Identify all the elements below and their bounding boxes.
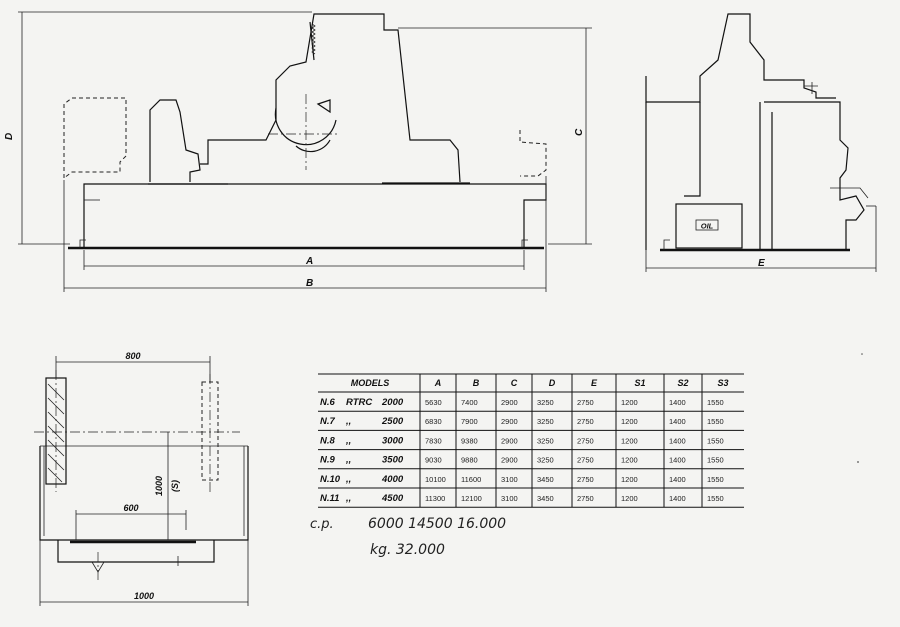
note-weight: kg. 32.000: [370, 542, 445, 558]
dim-label-d: D: [4, 133, 15, 140]
table-cell-value: 10100: [425, 475, 446, 484]
table-cell-model: N.7: [320, 416, 336, 427]
dim-label-a: A: [305, 256, 313, 267]
plan-dim-height-sub: (S): [170, 480, 180, 492]
table-cell-value: 1200: [621, 494, 638, 503]
stray-mark: [857, 461, 859, 463]
table-header: E: [591, 378, 598, 388]
table-cell-value: 11600: [461, 475, 481, 484]
models-table: MODELS A B C D E S1 S2 S3N.6 RTRC 2000 5630 7400 2900…: [318, 373, 744, 508]
table-cell-value: 1550: [707, 398, 724, 407]
table-header: MODELS: [351, 378, 390, 388]
table-cell-value: 7830: [425, 436, 442, 445]
table-cell-value: 1550: [707, 475, 724, 484]
side-view: OIL E: [645, 13, 877, 272]
table-cell-value: 2750: [577, 398, 594, 407]
table-cell-size: 4000: [381, 474, 404, 485]
dim-label-c: C: [574, 128, 585, 136]
table-cell-value: 1550: [707, 436, 724, 445]
table-cell-value: 2900: [501, 456, 518, 465]
table-cell-value: 2750: [577, 436, 594, 445]
table-cell-size: 3500: [382, 455, 404, 466]
table-cell-value: 7900: [461, 417, 478, 426]
table-cell-value: 1400: [669, 456, 686, 465]
table-cell-value: 1400: [669, 436, 686, 445]
table-cell-model: N.10: [320, 474, 341, 485]
stray-mark: [861, 353, 863, 355]
front-view: D C A B: [4, 11, 592, 292]
table-cell-value: 1550: [707, 417, 724, 426]
table-cell-type: ,,: [345, 416, 351, 427]
note-cp-values: 6000 14500 16.000: [368, 516, 506, 532]
table-cell-value: 2750: [577, 494, 594, 503]
table-cell-value: 7400: [461, 398, 478, 407]
table-cell-size: 4500: [381, 493, 404, 504]
plan-dim-height: 1000: [154, 476, 164, 496]
table-header: S1: [634, 378, 645, 388]
note-cp-label: c.p.: [310, 517, 334, 532]
plan-view: 800 1000 (S) 600 1000: [34, 351, 249, 606]
oil-tank-label: OIL: [701, 222, 714, 231]
table-cell-size: 2500: [381, 416, 404, 427]
table-header: D: [549, 378, 556, 388]
plan-dim-bottom: 1000: [134, 591, 154, 601]
table-cell-model: N.9: [320, 455, 336, 466]
table-cell-type: RTRC: [346, 397, 372, 408]
table-cell-value: 1400: [669, 417, 686, 426]
dim-label-b: B: [306, 278, 313, 289]
table-cell-value: 2750: [577, 417, 594, 426]
table-cell-type: ,,: [345, 474, 351, 485]
handwritten-notes: c.p. 6000 14500 16.000 kg. 32.000: [310, 516, 506, 558]
table-cell-type: ,,: [345, 493, 351, 504]
table-cell-value: 1200: [621, 417, 638, 426]
table-cell-value: 1400: [669, 398, 686, 407]
table-cell-value: 1400: [669, 475, 686, 484]
table-cell-model: N.8: [320, 435, 336, 446]
table-cell-type: ,,: [345, 435, 351, 446]
dim-label-e: E: [758, 258, 765, 269]
table-cell-size: 2000: [381, 397, 404, 408]
table-cell-value: 3250: [537, 456, 554, 465]
table-cell-value: 5630: [425, 398, 442, 407]
table-cell-value: 3450: [537, 494, 554, 503]
table-cell-value: 1200: [621, 436, 638, 445]
table-cell-value: 6830: [425, 417, 442, 426]
table-cell-value: 1200: [621, 398, 638, 407]
table-cell-value: 3250: [537, 398, 554, 407]
table-cell-value: 3450: [537, 475, 554, 484]
table-cell-value: 2900: [501, 417, 518, 426]
table-cell-value: 1400: [669, 494, 686, 503]
table-cell-value: 3250: [537, 436, 554, 445]
table-cell-value: 2900: [501, 436, 518, 445]
plan-dim-top: 800: [125, 351, 140, 361]
table-cell-value: 2750: [577, 456, 594, 465]
table-cell-size: 3000: [382, 435, 404, 446]
table-header: A: [434, 378, 442, 388]
table-cell-value: 9030: [425, 456, 442, 465]
table-header: C: [511, 378, 518, 388]
table-cell-value: 9380: [461, 436, 478, 445]
table-cell-value: 1200: [621, 456, 638, 465]
table-cell-value: 3100: [501, 475, 518, 484]
table-cell-value: 1200: [621, 475, 638, 484]
table-cell-value: 3250: [537, 417, 554, 426]
table-cell-value: 1550: [707, 494, 724, 503]
table-cell-type: ,,: [345, 455, 351, 466]
table-cell-value: 2750: [577, 475, 594, 484]
table-header: S3: [717, 378, 728, 388]
table-cell-value: 1550: [707, 456, 724, 465]
table-cell-value: 3100: [501, 494, 518, 503]
table-cell-value: 11300: [425, 494, 445, 503]
table-cell-value: 12100: [461, 494, 482, 503]
table-cell-value: 2900: [501, 398, 518, 407]
plan-dim-inner: 600: [123, 503, 138, 513]
table-cell-model: N.11: [320, 493, 339, 504]
table-header: S2: [677, 378, 688, 388]
table-cell-model: N.6: [320, 397, 336, 408]
table-header: B: [473, 378, 480, 388]
table-cell-value: 9880: [461, 456, 478, 465]
